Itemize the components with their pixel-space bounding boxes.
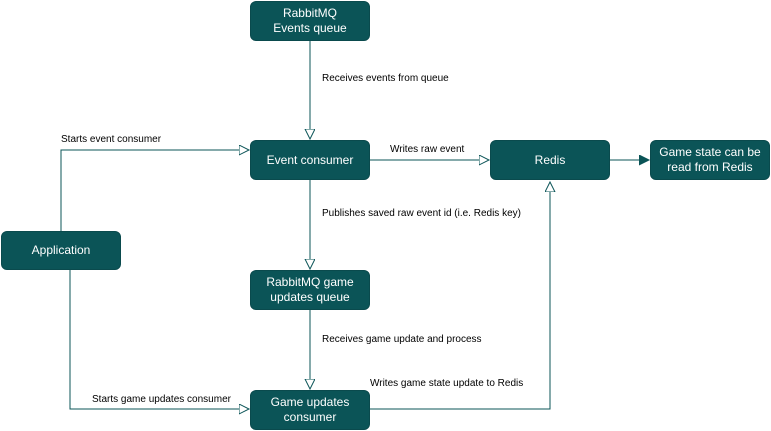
node-rabbitmq-events-queue[interactable]: RabbitMQ Events queue [250, 1, 370, 41]
node-game-updates-consumer[interactable]: Game updates consumer [250, 390, 370, 430]
label-receives-game-update: Receives game update and process [322, 334, 482, 345]
node-application[interactable]: Application [1, 231, 121, 270]
node-rabbitmq-game-updates-queue[interactable]: RabbitMQ game updates queue [250, 270, 370, 310]
node-redis[interactable]: Redis [490, 140, 610, 180]
node-application-label: Application [31, 243, 91, 257]
edge-game-updates-consumer-to-redis [370, 182, 550, 410]
node-rabbitmq-events-queue-label: RabbitMQ Events queue [273, 6, 347, 35]
node-event-consumer[interactable]: Event consumer [250, 140, 370, 180]
label-receives-events: Receives events from queue [322, 73, 449, 84]
edge-application-to-event-consumer [60, 150, 249, 231]
node-game-state-readable-label: Game state can be read from Redis [659, 145, 761, 174]
node-rabbitmq-game-updates-queue-label: RabbitMQ game updates queue [266, 275, 354, 304]
node-game-updates-consumer-label: Game updates consumer [270, 395, 350, 424]
label-publishes-event-id: Publishes saved raw event id (i.e. Redis… [322, 208, 521, 219]
label-writes-raw-event: Writes raw event [390, 144, 465, 155]
edge-application-to-game-updates-consumer [69, 270, 249, 409]
label-starts-game-updates-consumer: Starts game updates consumer [92, 394, 231, 405]
node-game-state-readable[interactable]: Game state can be read from Redis [650, 140, 770, 180]
node-event-consumer-label: Event consumer [266, 152, 354, 167]
node-redis-label: Redis [534, 152, 566, 167]
label-writes-game-state: Writes game state update to Redis [370, 378, 524, 389]
label-starts-event-consumer: Starts event consumer [61, 134, 162, 145]
